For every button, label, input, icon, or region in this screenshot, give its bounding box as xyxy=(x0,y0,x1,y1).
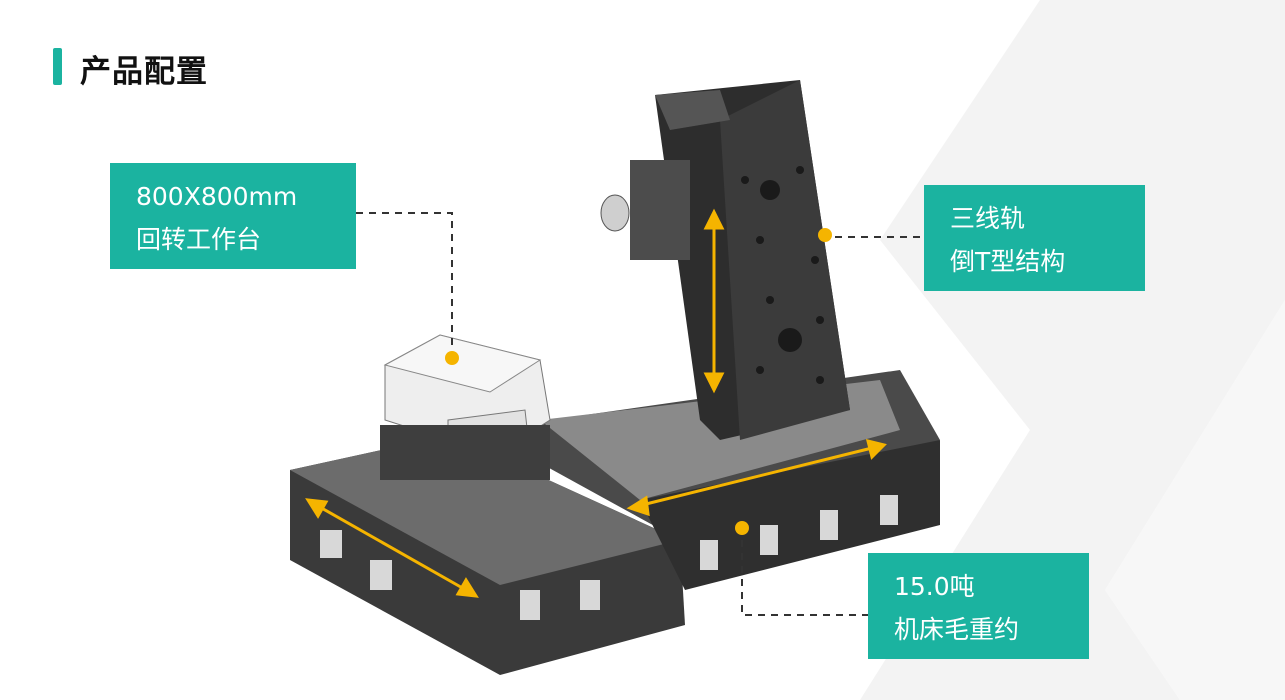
callout-rotary-table: 800X800mm 回转工作台 xyxy=(110,163,356,269)
callout-linear-rails: 三线轨 倒T型结构 xyxy=(924,185,1145,291)
marker-dot-rails xyxy=(818,228,832,242)
callout-value: 三线轨 xyxy=(950,204,1026,233)
callout-value: 800X800mm xyxy=(136,182,298,211)
marker-dot-weight xyxy=(735,521,749,535)
callout-value: 15.0吨 xyxy=(894,572,975,601)
title-accent-bar xyxy=(53,48,62,85)
callout-machine-weight: 15.0吨 机床毛重约 xyxy=(868,553,1089,659)
marker-dot-table xyxy=(445,351,459,365)
callout-label: 倒T型结构 xyxy=(950,247,1066,276)
callout-label: 机床毛重约 xyxy=(894,615,1020,644)
callout-label: 回转工作台 xyxy=(136,225,262,254)
page-title: 产品配置 xyxy=(80,54,208,90)
